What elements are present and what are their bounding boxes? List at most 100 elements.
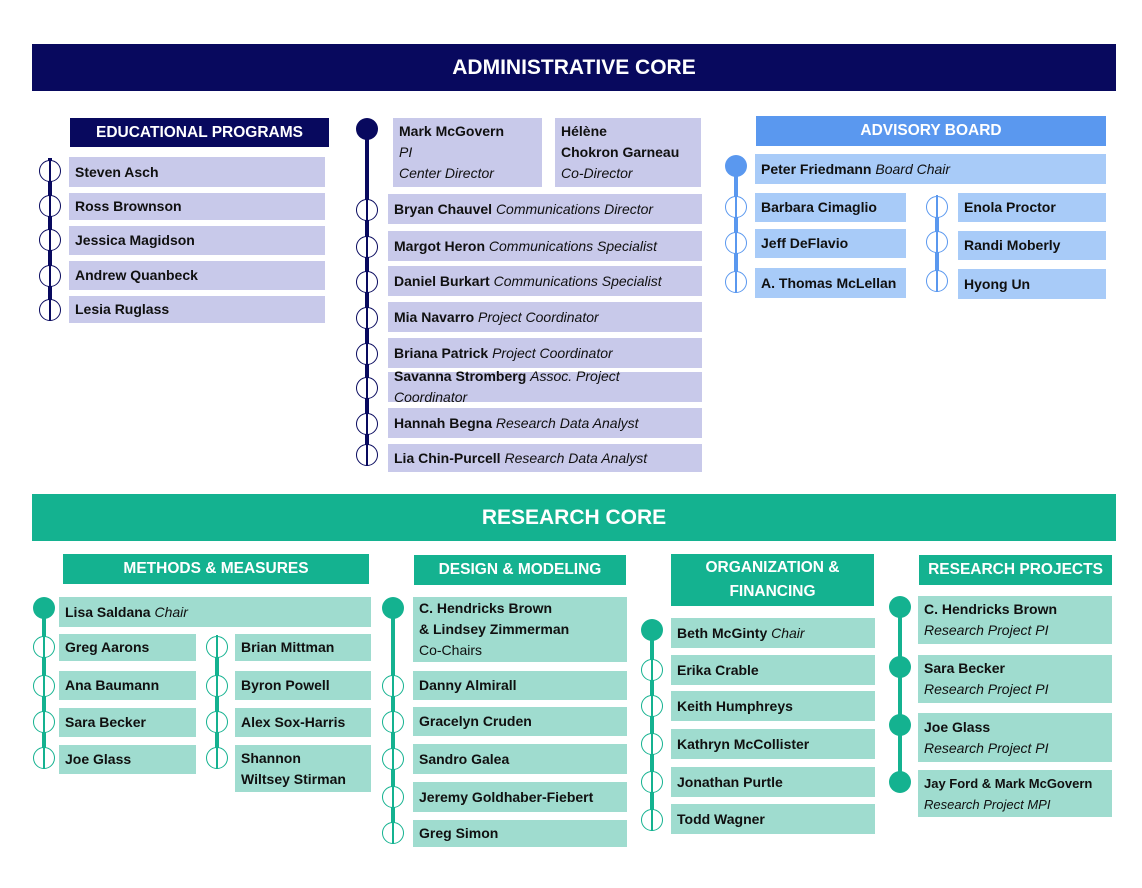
org-chair-node-icon (641, 619, 663, 641)
advisory-member: Randi Moberly (958, 231, 1106, 260)
edu-member: Lesia Ruglass (69, 296, 325, 323)
staff-member: Briana Patrick Project Coordinator (388, 338, 702, 368)
research-project: Sara Becker Research Project PI (918, 655, 1112, 703)
design-chair-node-icon (382, 597, 404, 619)
methods-node-icon (33, 635, 55, 658)
research-projects-header: RESEARCH PROJECTS (919, 555, 1112, 585)
leadership-root-node-icon (356, 118, 378, 140)
methods-member: Joe Glass (59, 745, 196, 774)
edu-node-icon (39, 228, 61, 251)
project-node-icon (889, 656, 911, 678)
design-node-icon (382, 747, 404, 770)
methods-node-icon (33, 710, 55, 733)
methods-member: Ana Baumann (59, 671, 196, 700)
project-node-icon (889, 714, 911, 736)
staff-member: Daniel Burkart Communications Specialist (388, 266, 702, 296)
org-node-icon (641, 658, 663, 681)
org-member: Todd Wagner (671, 804, 875, 834)
edu-member: Andrew Quanbeck (69, 261, 325, 290)
advisory-member: Enola Proctor (958, 193, 1106, 222)
advisory-member: A. Thomas McLellan (755, 268, 906, 298)
research-core-banner: RESEARCH CORE (32, 494, 1116, 541)
org-member: Kathryn McCollister (671, 729, 875, 759)
org-connector-line (650, 630, 654, 830)
methods-node-icon (206, 674, 228, 697)
methods-member: Byron Powell (235, 671, 371, 700)
staff-member: Mia Navarro Project Coordinator (388, 302, 702, 332)
org-chair: Beth McGinty Chair (671, 618, 875, 648)
edu-node-icon (39, 159, 61, 182)
methods-measures-header: METHODS & MEASURES (63, 554, 369, 584)
advisory-chair-node-icon (725, 155, 747, 177)
educational-programs-header: EDUCATIONAL PROGRAMS (70, 118, 329, 147)
methods-member: Sara Becker (59, 708, 196, 737)
methods-member: Shannon Wiltsey Stirman (235, 745, 371, 792)
staff-node-icon (356, 412, 378, 435)
methods-node-icon (206, 746, 228, 769)
design-co-chairs: C. Hendricks Brown & Lindsey Zimmerman C… (413, 597, 627, 662)
advisory-node-icon (725, 270, 747, 293)
edu-member: Jessica Magidson (69, 226, 325, 255)
advisory-connector-line (734, 162, 738, 290)
methods-member: Alex Sox-Harris (235, 708, 371, 737)
staff-node-icon (356, 342, 378, 365)
org-node-icon (641, 732, 663, 755)
advisory-board-header: ADVISORY BOARD (756, 116, 1106, 146)
staff-member: Bryan Chauvel Communications Director (388, 194, 702, 224)
design-node-icon (382, 785, 404, 808)
design-node-icon (382, 710, 404, 733)
pi-mark-mcgovern: Mark McGovern PI Center Director (393, 118, 542, 187)
staff-member: Hannah Begna Research Data Analyst (388, 408, 702, 438)
staff-member: Lia Chin-Purcell Research Data Analyst (388, 444, 702, 472)
staff-node-icon (356, 306, 378, 329)
edu-member: Steven Asch (69, 157, 325, 187)
org-node-icon (641, 694, 663, 717)
co-director-helene: Hélène Chokron Garneau Co-Director (555, 118, 701, 187)
methods-node-icon (206, 710, 228, 733)
staff-member: Savanna Stromberg Assoc. Project Coordin… (388, 368, 702, 405)
advisory-node-icon (926, 269, 948, 292)
projects-connector-line (898, 606, 902, 782)
edu-node-icon (39, 264, 61, 287)
org-member: Keith Humphreys (671, 691, 875, 721)
project-node-icon (889, 596, 911, 618)
administrative-core-banner: ADMINISTRATIVE CORE (32, 44, 1116, 91)
methods-member: Greg Aarons (59, 634, 196, 661)
edu-member: Ross Brownson (69, 193, 325, 220)
project-node-icon (889, 771, 911, 793)
staff-node-icon (356, 198, 378, 221)
advisory-member: Barbara Cimaglio (755, 193, 906, 222)
org-member: Erika Crable (671, 655, 875, 685)
staff-node-icon (356, 270, 378, 293)
design-member: Gracelyn Cruden (413, 707, 627, 736)
methods-member: Brian Mittman (235, 634, 371, 661)
methods-node-icon (33, 674, 55, 697)
staff-node-icon (356, 376, 378, 399)
methods-chair-node-icon (33, 597, 55, 619)
advisory-member: Hyong Un (958, 269, 1106, 299)
leadership-connector-line (365, 125, 369, 465)
org-member: Jonathan Purtle (671, 767, 875, 797)
design-member: Greg Simon (413, 820, 627, 847)
advisory-member: Jeff DeFlavio (755, 229, 906, 258)
advisory-node-icon (725, 231, 747, 254)
edu-node-icon (39, 298, 61, 321)
research-project: Joe Glass Research Project PI (918, 713, 1112, 762)
design-node-icon (382, 674, 404, 697)
staff-node-icon (356, 443, 378, 466)
design-member: Jeremy Goldhaber-Fiebert (413, 782, 627, 812)
org-node-icon (641, 770, 663, 793)
staff-node-icon (356, 235, 378, 258)
methods-right-connector-line (215, 640, 219, 768)
research-project: Jay Ford & Mark McGovern Research Projec… (918, 770, 1112, 817)
advisory-node-icon (926, 230, 948, 253)
methods-node-icon (206, 635, 228, 658)
staff-member: Margot Heron Communications Specialist (388, 231, 702, 261)
advisory-node-icon (926, 195, 948, 218)
org-node-icon (641, 808, 663, 831)
design-modeling-header: DESIGN & MODELING (414, 555, 626, 585)
design-node-icon (382, 821, 404, 844)
advisory-node-icon (725, 195, 747, 218)
design-member: Sandro Galea (413, 744, 627, 774)
advisory-chair: Peter Friedmann Board Chair (755, 154, 1106, 184)
